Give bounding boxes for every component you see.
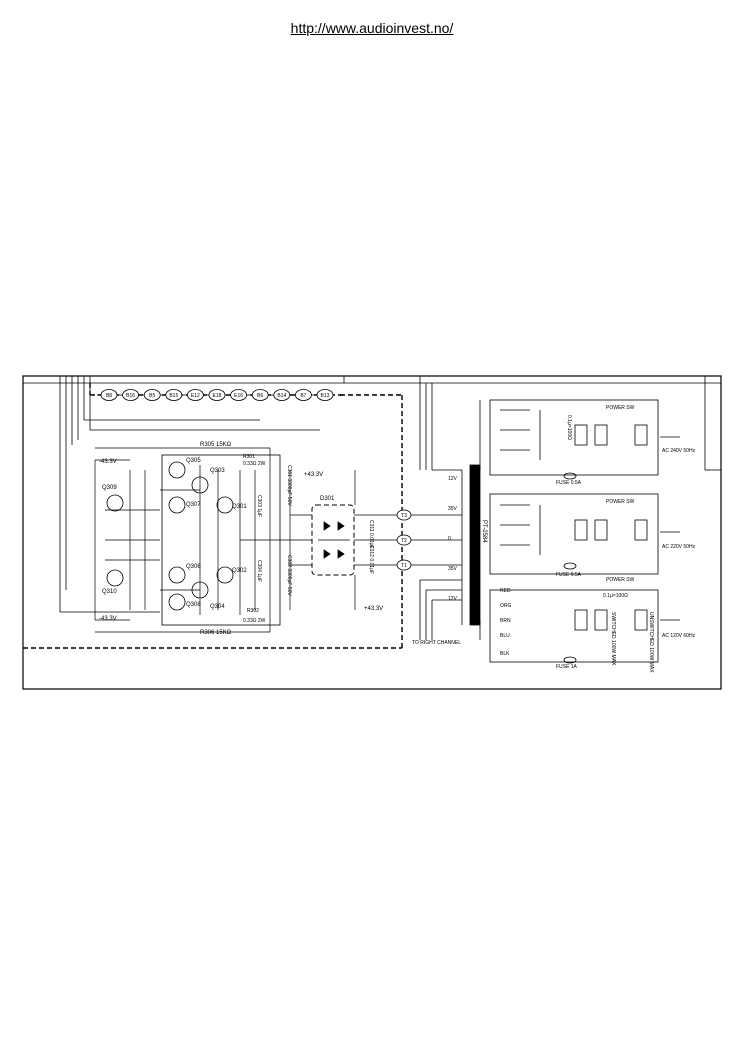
connector-b8: B8 [100, 389, 118, 401]
label-q302: Q302 [232, 568, 247, 574]
svg-text:B6: B6 [257, 393, 263, 399]
svg-text:B16: B16 [126, 393, 135, 399]
connector-b15: B15 [165, 389, 183, 401]
connector-b5: B5 [143, 389, 161, 401]
wire-color-blk: BLK [500, 651, 510, 657]
label-q307: Q307 [186, 502, 201, 508]
power-sw-1: POWER SW [606, 405, 635, 411]
top-bus-lines [23, 376, 721, 613]
unswitched-outlet: UNSWITCHED 100W MAX [648, 612, 654, 673]
transistor-symbols [106, 461, 234, 611]
label-q303: Q303 [210, 468, 225, 474]
label-q306: Q306 [186, 564, 201, 570]
wire-color-brn: BRN [500, 618, 511, 624]
transformer-tap: 35V [448, 566, 458, 572]
power-sw-3: POWER SW [606, 577, 635, 583]
page-url[interactable]: http://www.audioinvest.no/ [290, 20, 454, 36]
svg-text:B13: B13 [321, 393, 330, 399]
transformer-label: PT-2584 [481, 520, 487, 543]
schematic-frame [22, 375, 722, 690]
transformer-tap: 0 [448, 536, 451, 542]
right-channel-label: TO RIGHT CHANNEL [412, 640, 461, 646]
label-q308: Q308 [186, 602, 201, 608]
label-c312: C312 0.01μF [368, 545, 374, 574]
svg-text:T2: T2 [401, 538, 407, 544]
diode-bridge-symbols [318, 521, 350, 559]
svg-text:E12: E12 [191, 393, 200, 399]
svg-text:B7: B7 [300, 393, 306, 399]
svg-text:T3: T3 [401, 513, 407, 519]
label-q310: Q310 [102, 589, 117, 595]
wire-color-blu: BLU [500, 633, 510, 639]
cap-label-1: 0.1μ×100Ω [566, 415, 572, 440]
power-sw-2: POWER SW [606, 499, 635, 505]
pos-voltage-top: +43.3V [304, 472, 323, 478]
amp-wiring [94, 447, 400, 633]
wire-color-org: ORG [500, 603, 512, 609]
power-section [489, 399, 680, 664]
connector-b14: B14 [273, 389, 291, 401]
wire-color-red: RED [500, 588, 511, 594]
svg-text:E18: E18 [213, 393, 222, 399]
label-r302: R302 [247, 608, 259, 614]
label-c302: C302 3300μF 50V [286, 555, 292, 596]
fuse-3: FUSE 1A [556, 664, 578, 670]
svg-text:B14: B14 [277, 393, 286, 399]
connector-e16: E16 [230, 389, 248, 401]
ac-label-3: AC 120V 60Hz [662, 633, 696, 639]
svg-text:B15: B15 [169, 393, 178, 399]
svg-text:B8: B8 [106, 393, 112, 399]
schematic-labels: -43.3V -43.3V +43.3V +43.3V Q309 Q310 Q3… [99, 405, 696, 673]
label-c301: C301 3300μF 50V [286, 465, 292, 506]
label-q309: Q309 [102, 485, 117, 491]
label-r306: R306 15KΩ [200, 630, 232, 636]
svg-text:E16: E16 [234, 393, 243, 399]
fuse-2: FUSE 0.5A [556, 572, 582, 578]
connector-b16: B16 [122, 389, 140, 401]
connector-b13: B13 [316, 389, 334, 401]
pos-voltage-bottom: +43.3V [364, 606, 383, 612]
label-d301: D301 [320, 496, 335, 502]
terminal-t3: T3 [396, 509, 412, 521]
terminal-t1: T1 [396, 559, 412, 571]
neg-voltage-bottom: -43.3V [99, 616, 117, 622]
svg-text:T1: T1 [401, 563, 407, 569]
transformer-tap: 12V [448, 476, 458, 482]
fuse-1: FUSE 0.5A [556, 480, 582, 486]
label-c304: C304 1μF [256, 560, 262, 582]
label-r301: R301 [243, 454, 255, 460]
label-r302-val: 0.33Ω 2W [243, 618, 266, 624]
ac-label-1: AC 240V 50Hz [662, 448, 696, 454]
switched-outlet: SWITCHED 100W MAX [610, 612, 616, 666]
connector-e18: E18 [208, 389, 226, 401]
terminal-t2: T2 [396, 534, 412, 546]
transformer-tap: 35V [448, 506, 458, 512]
cap-label-2: 0.1μ×100Ω [603, 593, 628, 599]
connector-b7: B7 [294, 389, 312, 401]
label-c311: C311 0.01μF [368, 520, 374, 549]
label-q301: Q301 [232, 504, 247, 510]
connector-b6: B6 [251, 389, 269, 401]
label-q305: Q305 [186, 458, 201, 464]
neg-voltage-top: -43.3V [99, 459, 117, 465]
svg-text:B5: B5 [149, 393, 155, 399]
transformer-tap: 12V [448, 596, 458, 602]
transformer-taps: 12V 35V 0 35V 12V [448, 476, 458, 602]
connector-row: B8 B16 B5 B15 E12 E18 E16 B6 B14 B7 B13 [97, 389, 335, 401]
connector-e12: E12 [186, 389, 204, 401]
label-r305: R305 15KΩ [200, 442, 232, 448]
transformer-symbol [402, 400, 481, 640]
ac-label-2: AC 220V 50Hz [662, 544, 696, 550]
wire-colors: RED ORG BRN BLU BLK [500, 588, 512, 657]
label-r301-val: 0.33Ω 2W [243, 461, 266, 467]
label-c303: C303 1μF [256, 495, 262, 517]
label-q304: Q304 [210, 604, 225, 610]
